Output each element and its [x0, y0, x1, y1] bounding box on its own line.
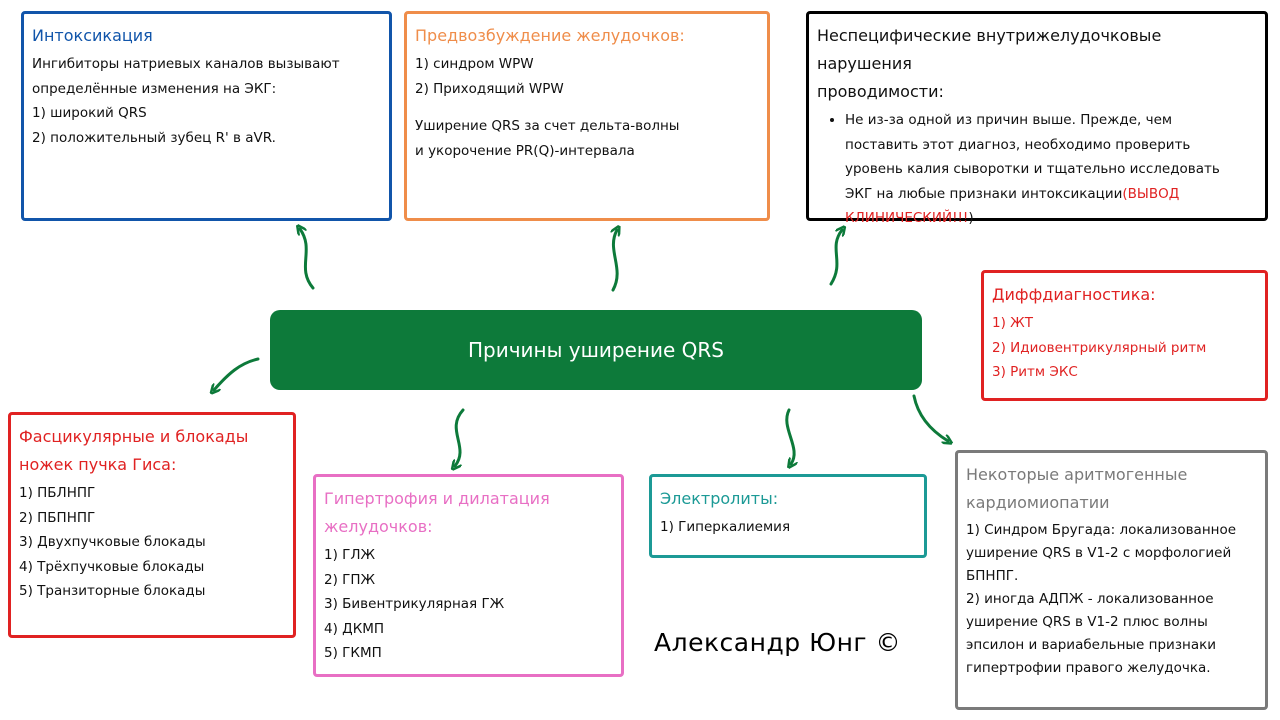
intoxication-line: 2) положительный зубец R' в aVR. — [32, 129, 276, 146]
arrow-to-fascicular — [214, 357, 260, 390]
differential-line: 1) ЖТ — [992, 315, 1033, 331]
nonspecific-bullet: Не из-за одной из причин выше. Прежде, ч… — [845, 108, 1257, 231]
electrolytes-box: Электролиты: 1) Гиперкалиемия — [649, 474, 927, 558]
arrow-to-preexcitation — [613, 230, 617, 292]
arrow-to-nonspecific — [829, 230, 842, 286]
hypertrophy-line: 3) Бивентрикулярная ГЖ — [324, 596, 505, 612]
intoxication-line: 1) широкий QRS — [32, 105, 147, 121]
hypertrophy-line: 5) ГКМП — [324, 645, 382, 661]
fascicular-box: Фасцикулярные и блокады ножек пучка Гиса… — [8, 412, 296, 638]
arrhythmogenic-line: БПНПГ. — [966, 568, 1019, 584]
clinical-conclusion-highlight: КЛИНИЧЕСКИЙ!!! — [845, 210, 969, 226]
clinical-conclusion-highlight: (ВЫВОД — [1122, 185, 1180, 202]
preexcitation-note: и укорочение PR(Q)-интервала — [415, 142, 635, 159]
nonspecific-title-line: проводимости: — [817, 82, 944, 101]
differential-line: 2) Идиовентрикулярный ритм — [992, 339, 1207, 356]
intoxication-title: Интоксикация — [32, 26, 153, 45]
author-signature: Александр Юнг © — [654, 628, 901, 657]
arrow-to-arrhythmogenic — [912, 394, 948, 441]
arrhythmogenic-line: 2) иногда АДПЖ - локализованное — [966, 591, 1214, 607]
intoxication-line: определённые изменения на ЭКГ: — [32, 80, 277, 97]
nonspecific-title: Неспецифические внутрижелудочковые наруш… — [817, 22, 1257, 106]
arrhythmogenic-title: Некоторые аритмогенные кардиомиопатии — [966, 465, 1188, 512]
hypertrophy-line: 4) ДКМП — [324, 620, 385, 637]
nonspecific-list: Не из-за одной из причин выше. Прежде, ч… — [817, 108, 1257, 231]
arrhythmogenic-line: 1) Синдром Бругада: локализованное — [966, 522, 1237, 538]
preexcitation-title: Предвозбуждение желудочков: — [415, 26, 685, 45]
arrhythmogenic-line: гипертрофии правого желудочка. — [966, 660, 1211, 676]
preexcitation-box: Предвозбуждение желудочков: 1) синдром W… — [404, 11, 770, 221]
fascicular-line: 1) ПБЛНПГ — [19, 485, 96, 501]
hypertrophy-title: Гипертрофия и дилатация желудочков: — [324, 489, 550, 536]
fascicular-line: 5) Транзиторные блокады — [19, 583, 206, 599]
nonspecific-box: Неспецифические внутрижелудочковые наруш… — [806, 11, 1268, 226]
fascicular-line: 4) Трёхпучковые блокады — [19, 558, 205, 575]
hypertrophy-box: Гипертрофия и дилатация желудочков: 1) Г… — [313, 474, 624, 677]
arrhythmogenic-line: уширение QRS в V1-2 с морфологией — [966, 545, 1232, 561]
hypertrophy-line: 2) ГПЖ — [324, 571, 376, 588]
differential-line: 3) Ритм ЭКС — [992, 364, 1078, 380]
arrhythmogenic-box: Некоторые аритмогенные кардиомиопатии 1)… — [955, 450, 1268, 710]
intoxication-box: Интоксикация Ингибиторы натриевых канало… — [21, 11, 392, 221]
fascicular-title: Фасцикулярные и блокады ножек пучка Гиса… — [19, 427, 249, 474]
center-label: Причины уширение QRS — [468, 338, 724, 362]
differential-box: Диффдиагностика: 1) ЖТ 2) Идиовентрикуля… — [981, 270, 1268, 401]
center-node: Причины уширение QRS — [270, 310, 922, 390]
arrow-to-hypertrophy — [455, 408, 465, 466]
preexcitation-note: Уширение QRS за счет дельта-волны — [415, 118, 680, 134]
arrow-to-intoxication — [300, 229, 315, 290]
nonspecific-title-line: Неспецифические внутрижелудочковые наруш… — [817, 26, 1162, 73]
preexcitation-line: 1) синдром WPW — [415, 56, 534, 72]
fascicular-line: 2) ПБПНПГ — [19, 509, 96, 526]
arrhythmogenic-line: эпсилон и вариабельные признаки — [966, 637, 1217, 653]
preexcitation-line: 2) Приходящий WPW — [415, 80, 564, 97]
hypertrophy-line: 1) ГЛЖ — [324, 547, 376, 563]
differential-title: Диффдиагностика: — [992, 285, 1156, 304]
arrhythmogenic-line: уширение QRS в V1-2 плюс волны — [966, 614, 1208, 630]
fascicular-line: 3) Двухпучковые блокады — [19, 534, 206, 550]
arrow-to-electrolytes — [785, 408, 794, 464]
electrolytes-title: Электролиты: — [660, 489, 779, 508]
intoxication-line: Ингибиторы натриевых каналов вызывают — [32, 56, 340, 72]
electrolytes-line: 1) Гиперкалиемия — [660, 519, 791, 535]
